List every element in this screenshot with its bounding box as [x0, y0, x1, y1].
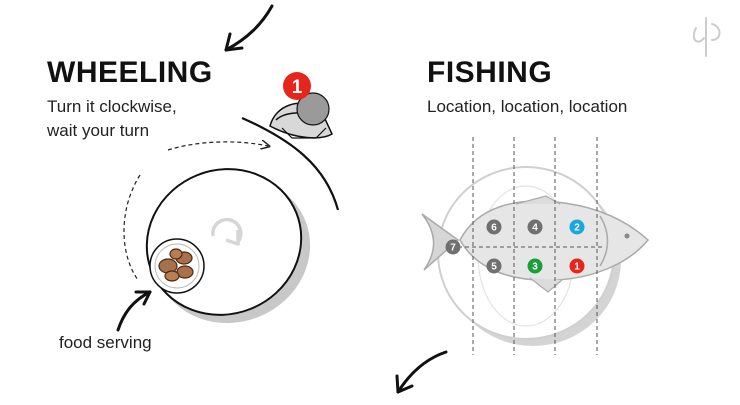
seat-badge-number: 5: [491, 262, 497, 273]
location-grid: [451, 137, 602, 355]
seat-badge-circle: [486, 258, 502, 274]
person-icon: [269, 92, 333, 139]
seat-badge-number: 1: [574, 262, 580, 273]
seat-badge-circle: [569, 258, 585, 274]
food-serving-arrow: [116, 290, 152, 332]
seat-badge: 4: [527, 219, 543, 235]
seat-badge-circle: [527, 258, 543, 274]
seat-badge-number: 3: [532, 262, 538, 273]
seat-badge-number: 6: [491, 223, 497, 234]
food-serving-plate: [149, 238, 205, 294]
seat-badges: 6 4 2 5 3 1 7: [445, 219, 585, 274]
seat-badge-number: 7: [450, 243, 456, 254]
seat-badge-circle: [527, 219, 543, 235]
seat-badge: 1: [569, 258, 585, 274]
seat-badge-circle: [486, 219, 502, 235]
seat-badge-number: 2: [574, 223, 580, 234]
seat-badge-circle: [569, 219, 585, 235]
seat-badge-number: 4: [532, 223, 538, 234]
fishing-subtitle: Location, location, location: [427, 97, 628, 116]
seat-badge: 5: [486, 258, 502, 274]
food-serving-label: food serving: [59, 333, 152, 352]
diner-number: 1: [292, 77, 303, 98]
arrow-down-left-icon: [224, 4, 274, 52]
seat-badge: 6: [486, 219, 502, 235]
seat-badge: 7: [445, 239, 461, 255]
seat-badge-circle: [445, 239, 461, 255]
wheeling-title: WHEELING: [47, 56, 213, 89]
wheeling-subtitle-line2: wait your turn: [47, 121, 150, 140]
seat-badge: 3: [527, 258, 543, 274]
diner-number-badge: 1: [283, 72, 311, 100]
arrow-down-left-icon: [395, 350, 448, 394]
wheeling-subtitle-line1: Turn it clockwise,: [47, 97, 177, 116]
fishing-title: FISHING: [427, 56, 553, 89]
seat-badge: 2: [569, 219, 585, 235]
rotate-clockwise-icon: [211, 217, 243, 246]
lazy-susan-table: [145, 168, 311, 324]
logo-icon: [692, 17, 721, 57]
